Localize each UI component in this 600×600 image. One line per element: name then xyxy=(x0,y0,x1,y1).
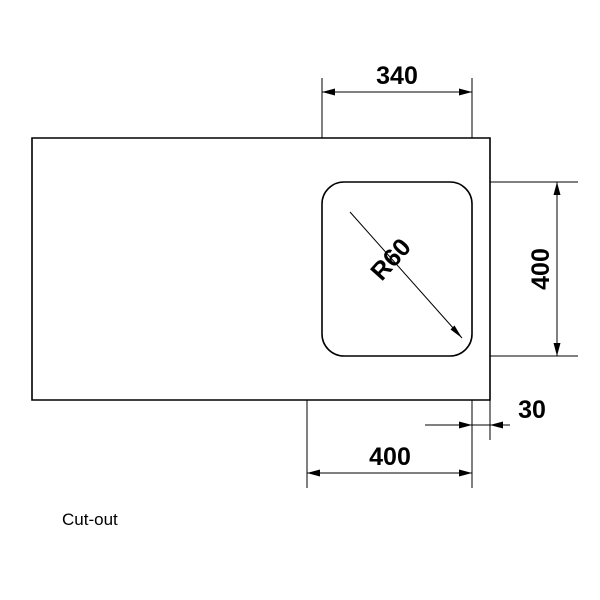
drawing-caption: Cut-out xyxy=(62,510,118,529)
arrow-right-bottom xyxy=(553,343,561,356)
dim-label-offset: 30 xyxy=(518,396,546,424)
dim-label-top-width: 340 xyxy=(376,62,418,90)
dim-label-bottom-width: 400 xyxy=(369,443,411,471)
arrow-bottom-right xyxy=(459,469,472,477)
worktop-outline xyxy=(31,137,491,401)
arrow-top-right xyxy=(459,88,472,96)
arrow-radius xyxy=(450,325,462,338)
arrow-bottom-left xyxy=(307,469,320,477)
cutout-rounded-rectangle xyxy=(321,181,473,357)
dim-label-right-height: 400 xyxy=(527,248,555,290)
arrow-right-top xyxy=(553,182,561,195)
radius-leader-line xyxy=(349,211,463,339)
arrow-offset-right xyxy=(490,421,503,429)
arrow-top-left xyxy=(322,88,335,96)
arrow-offset-left xyxy=(459,421,472,429)
